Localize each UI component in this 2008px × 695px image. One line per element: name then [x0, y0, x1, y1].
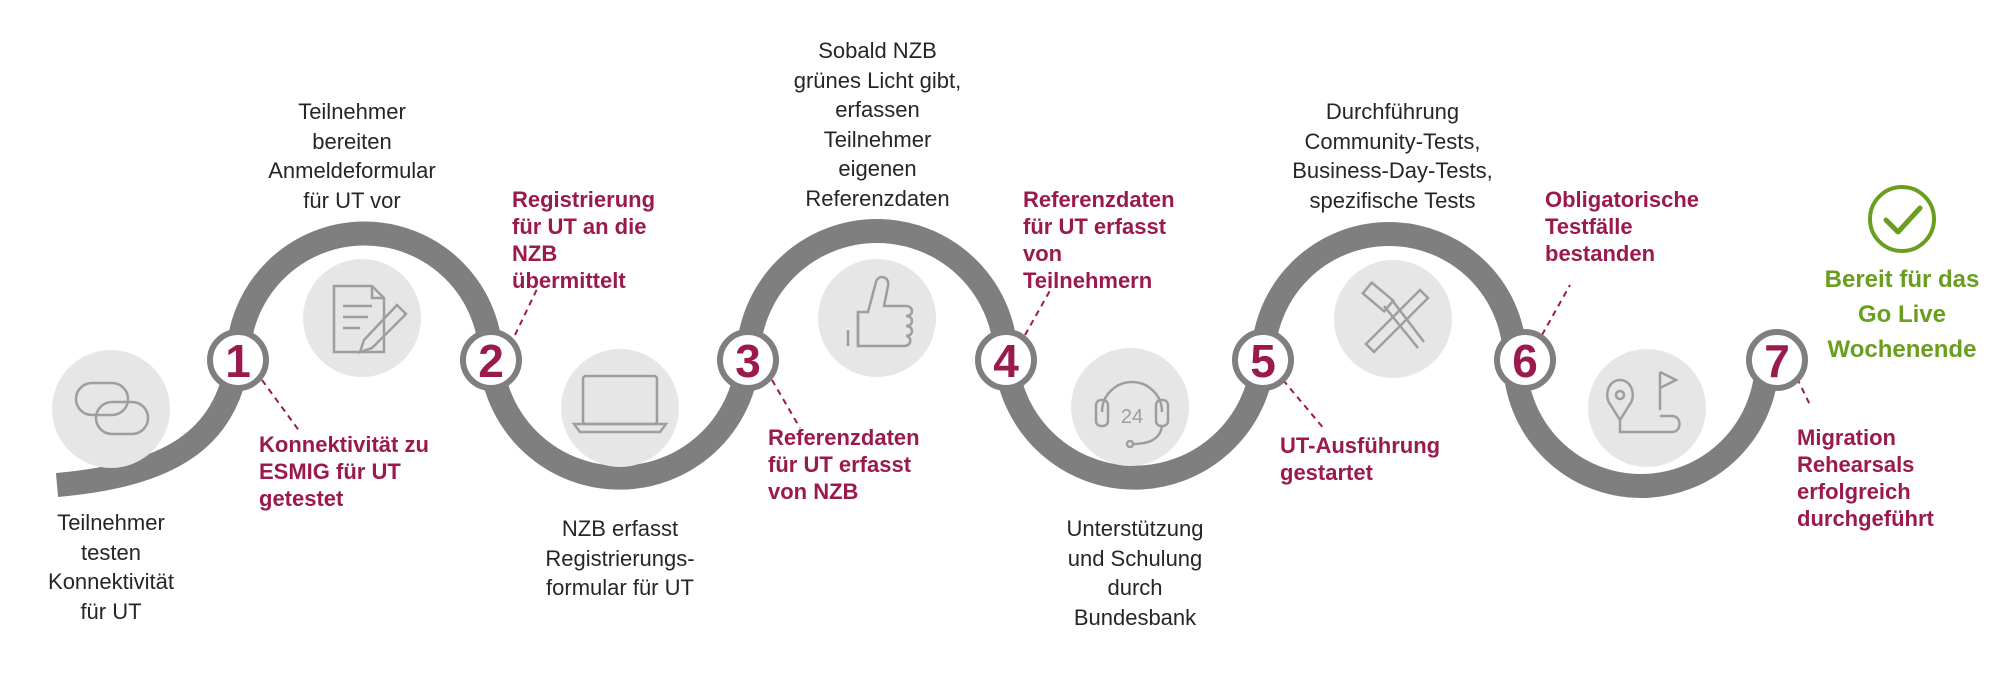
connector-5 [1282, 379, 1326, 431]
milestone-2: Registrierung für UT an die NZB übermitt… [512, 187, 656, 293]
step-number-5: 5 [1250, 335, 1276, 387]
linked-chain-icon [74, 381, 150, 436]
connector-1 [261, 379, 301, 433]
step-number-6: 6 [1512, 335, 1538, 387]
form-edit-icon [332, 284, 408, 354]
icon-bubble-1 [52, 350, 170, 468]
hammer-wrench-icon [1361, 280, 1430, 354]
step-2-description: Teilnehmer bereiten Anmeldeformular für … [268, 99, 436, 213]
milestone-5: UT-Ausführung gestartet [1280, 433, 1441, 485]
milestone-3: Referenzdaten für UT erfasst von NZB [768, 425, 920, 504]
step-marker-7: 7 [1746, 329, 1808, 391]
step-number-3: 3 [735, 335, 761, 387]
icon-bubble-2 [303, 259, 421, 377]
step-6-description: Durchführung Community-Tests, Business-D… [1292, 99, 1493, 213]
headset-24-icon: 24 [1094, 380, 1170, 449]
step-number-1: 1 [225, 335, 251, 387]
step-number-2: 2 [478, 335, 504, 387]
step-3-description: NZB erfasst Registrierungs- formular für… [545, 516, 695, 600]
step-marker-3: 3 [717, 329, 779, 391]
connector-2 [514, 286, 539, 336]
milestone-6: Obligatorische Testfälle bestanden [1545, 187, 1700, 266]
connector-4 [1024, 286, 1053, 336]
step-marker-6: 6 [1494, 329, 1556, 391]
step-number-4: 4 [993, 335, 1019, 387]
icon-bubble-5: 24 [1071, 348, 1189, 466]
svg-text:24: 24 [1121, 406, 1143, 428]
icon-bubble-7 [1588, 349, 1706, 467]
check-circle-icon [1868, 185, 1936, 253]
milestone-7: Migration Rehearsals erfolgreich durchge… [1797, 425, 1934, 531]
step-4-description: Sobald NZB grünes Licht gibt, erfassen T… [793, 38, 962, 211]
final-goal-label: Bereit für das Go Live Wochenende [1824, 266, 1980, 363]
connector-3 [771, 379, 801, 429]
step-marker-2: 2 [460, 329, 522, 391]
milestone-1: Konnektivität zu ESMIG für UT getestet [259, 432, 429, 511]
step-marker-4: 4 [975, 329, 1037, 391]
icon-bubble-3 [561, 349, 679, 467]
milestone-4: Referenzdaten für UT erfasst von Teilneh… [1023, 187, 1175, 293]
connector-7 [1796, 377, 1811, 406]
step-5-description: Unterstützung und Schulung durch Bundesb… [1066, 516, 1204, 630]
step-marker-1: 1 [207, 329, 269, 391]
laptop-icon [571, 374, 669, 434]
route-flag-icon [1606, 370, 1681, 434]
connector-6 [1541, 284, 1571, 336]
icon-bubble-6 [1334, 260, 1452, 378]
step-1-description: Teilnehmer testen Konnektivität für UT [48, 510, 174, 624]
step-marker-5: 5 [1232, 329, 1294, 391]
step-number-7: 7 [1764, 335, 1790, 387]
icon-bubble-4 [818, 259, 936, 377]
connector-lines [261, 284, 1811, 433]
thumbs-up-icon [846, 275, 914, 348]
